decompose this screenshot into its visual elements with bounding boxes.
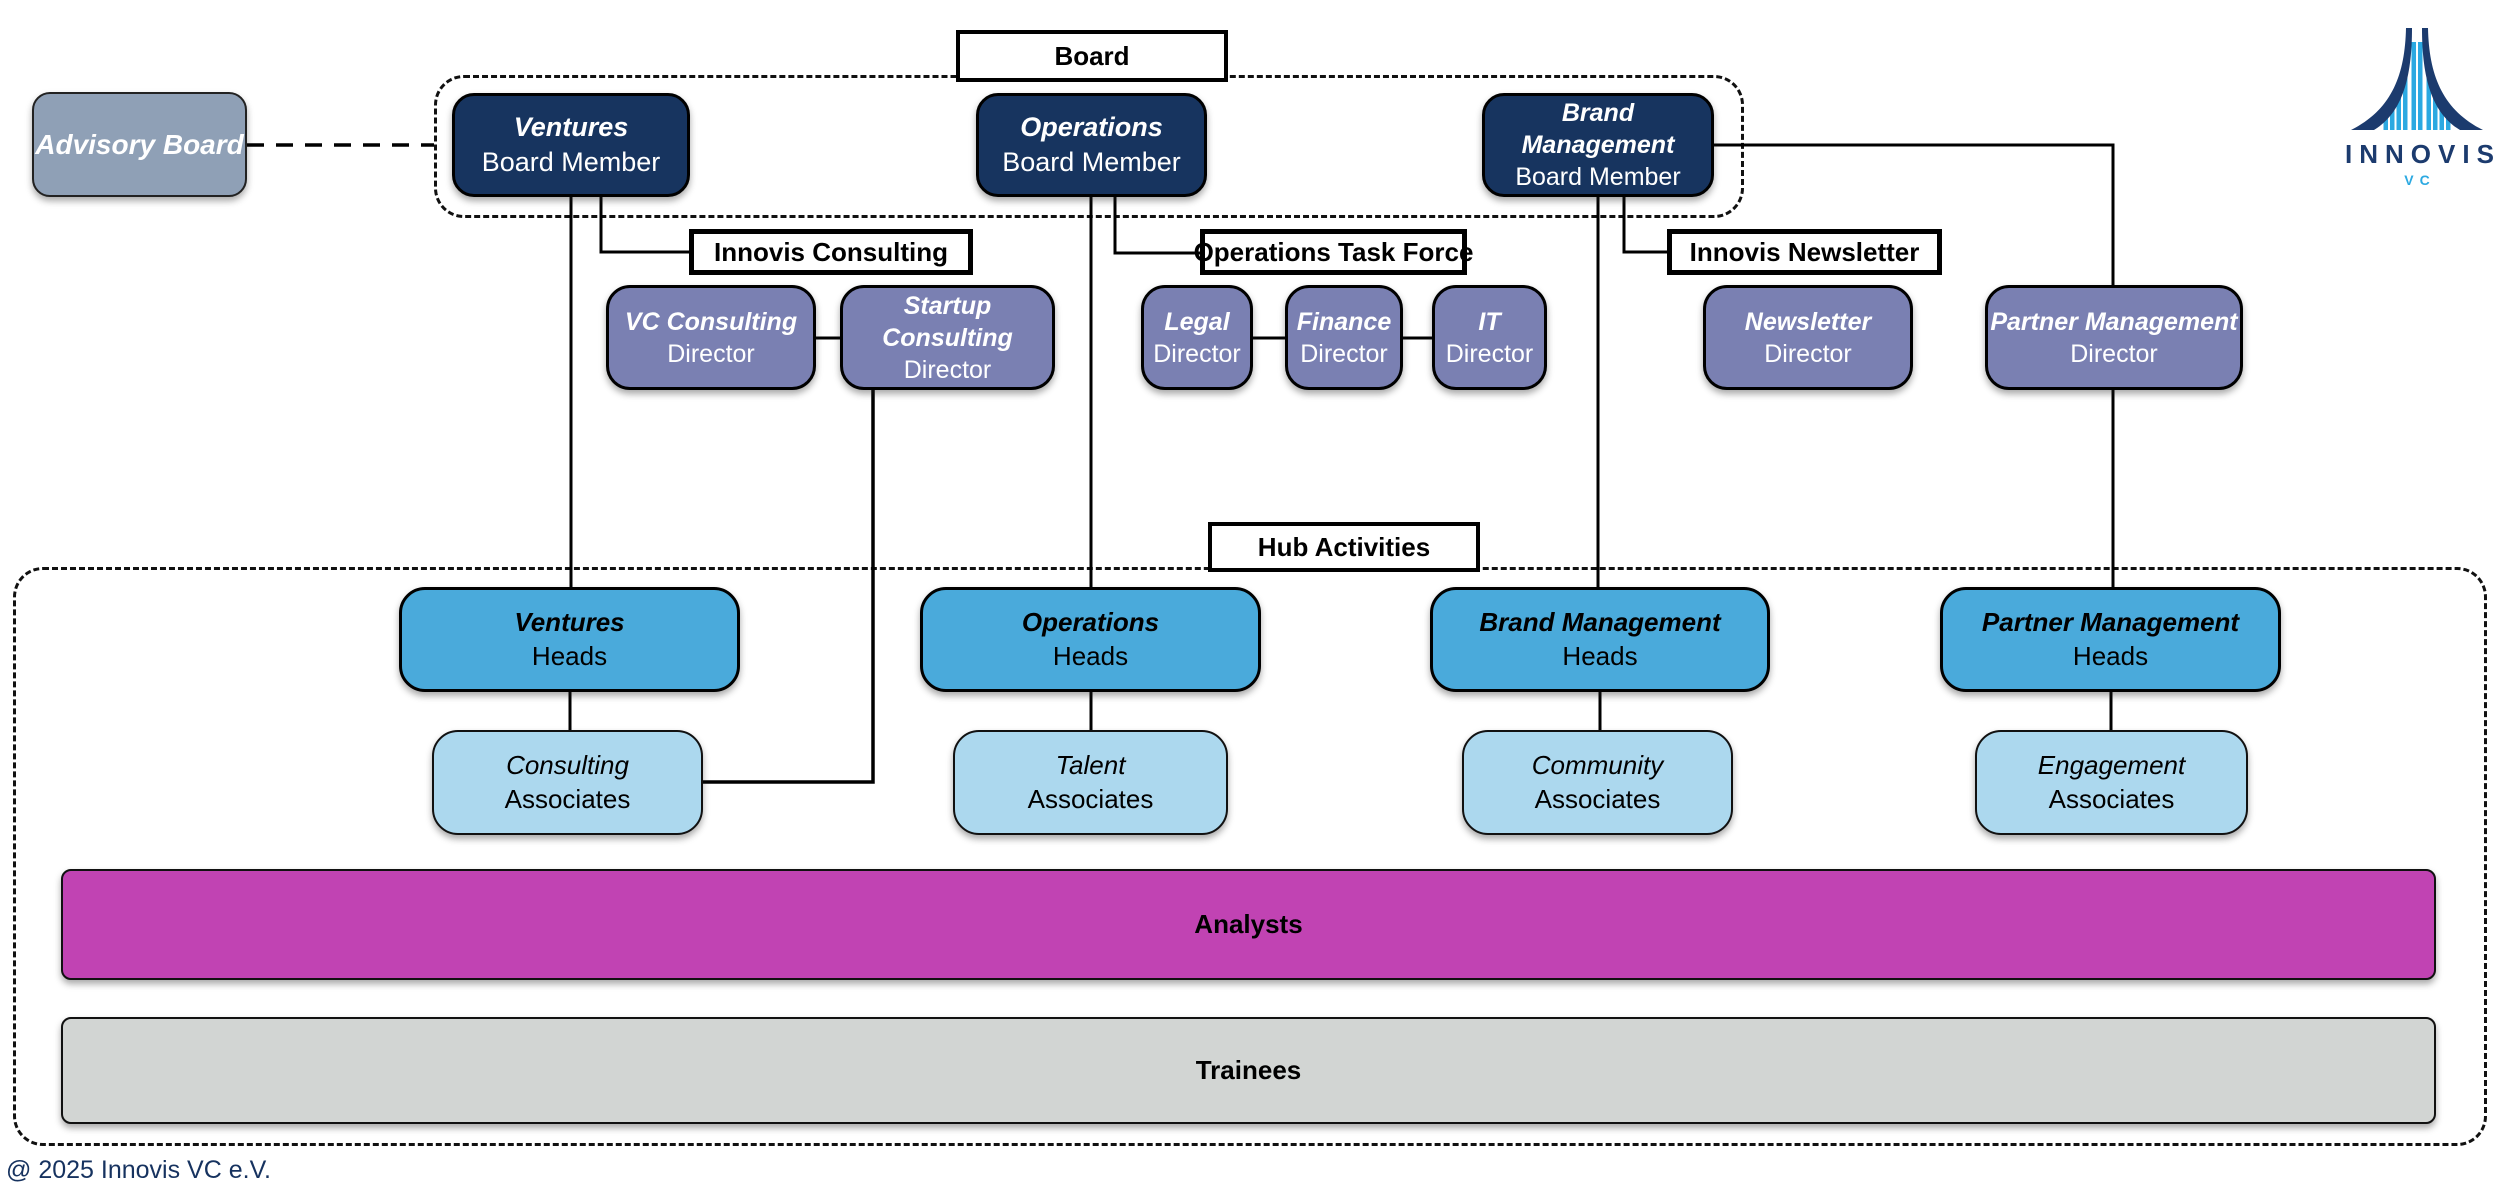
role-name: Heads [531, 640, 608, 671]
role-name: Board Member [1515, 163, 1681, 191]
logo-bars [2383, 42, 2451, 130]
board-title-label: Board [956, 30, 1228, 82]
division-name: Ventures [514, 607, 625, 638]
innovis-newsletter-label: Innovis Newsletter [1667, 229, 1942, 275]
innovis-logo: INNOVIS VC [2338, 26, 2496, 188]
division-name: Legal [1164, 307, 1230, 336]
heads-operations: Operations Heads [920, 587, 1261, 692]
brand-to-newsletter-label-connector [1622, 197, 1667, 254]
division-name: Community [1531, 750, 1664, 781]
director-legal: Legal Director [1141, 285, 1253, 390]
board-title-text: Board [1054, 40, 1130, 71]
operations-task-force-label: Operations Task Force [1194, 229, 1473, 275]
role-name: Heads [1562, 640, 1638, 671]
division-name: Consulting [506, 750, 629, 781]
division-name: Ventures [513, 112, 629, 143]
band-label: Trainees [1195, 1055, 1302, 1085]
label-text: Operations Task Force [1193, 236, 1474, 267]
director-it: IT Director [1432, 285, 1547, 390]
role-name: Board Member [1002, 147, 1181, 177]
division-name: Finance [1296, 307, 1392, 336]
heads-brand-management: Brand Management Heads [1430, 587, 1770, 692]
board-member-ventures: Ventures Board Member [452, 93, 690, 197]
division-name: IT [1478, 307, 1501, 336]
label-text: Innovis Consulting [714, 236, 948, 267]
operations-to-taskforce-label-connector [1113, 197, 1204, 255]
division-name: Operations [1020, 112, 1163, 143]
associates-community: Community Associates [1462, 730, 1733, 835]
advisory-board-label: Advisory Board [35, 128, 244, 160]
role-name: Associates [2048, 783, 2175, 814]
innovis-logo-mark [2351, 28, 2483, 130]
role-name: Heads [1052, 640, 1129, 671]
director-vc-consulting: VC Consulting Director [606, 285, 816, 390]
division-name: Brand Management [1479, 607, 1721, 638]
division-name: Brand Management [1521, 99, 1675, 159]
innovis-consulting-label: Innovis Consulting [689, 229, 973, 275]
role-name: Associates [504, 783, 631, 814]
logo-wordmark: INNOVIS [2345, 139, 2500, 169]
associates-engagement: Engagement Associates [1975, 730, 2248, 835]
brand-to-partner-director-connector [1714, 143, 2115, 285]
role-name: Heads [2072, 640, 2149, 671]
role-name: Associates [1534, 783, 1661, 814]
logo-subtitle: VC [2404, 172, 2436, 188]
division-name: Startup Consulting [882, 291, 1013, 352]
board-member-operations: Operations Board Member [976, 93, 1207, 197]
role-name: Director [1153, 339, 1241, 368]
division-name: Talent [1055, 750, 1126, 781]
division-name: Partner Management [1990, 307, 2238, 336]
role-name: Director [1764, 339, 1852, 368]
associates-talent: Talent Associates [953, 730, 1228, 835]
logo-swooshes [2351, 28, 2483, 130]
heads-partner-management: Partner Management Heads [1940, 587, 2281, 692]
board-member-brand-management: Brand Management Board Member [1482, 93, 1714, 197]
division-name: Newsletter [1744, 307, 1872, 336]
division-name: Partner Management [1981, 607, 2240, 638]
role-name: Director [1300, 339, 1388, 368]
director-startup-consulting: Startup Consulting Director [840, 285, 1055, 390]
analysts-band: Analysts [61, 869, 2436, 980]
director-partner-management: Partner Management Director [1985, 285, 2243, 390]
role-name: Director [2070, 339, 2158, 368]
trainees-band: Trainees [61, 1017, 2436, 1124]
director-finance: Finance Director [1285, 285, 1403, 390]
heads-ventures: Ventures Heads [399, 587, 740, 692]
band-label: Analysts [1194, 909, 1303, 939]
label-text: Hub Activities [1257, 531, 1431, 562]
advisory-board-node: Advisory Board [32, 92, 247, 197]
hub-activities-label: Hub Activities [1208, 522, 1480, 572]
role-name: Director [667, 339, 755, 368]
role-name: Director [1445, 339, 1534, 368]
startup-to-consulting-associates-connector [703, 390, 875, 784]
director-newsletter: Newsletter Director [1703, 285, 1913, 390]
role-name: Associates [1027, 783, 1154, 814]
role-name: Director [903, 355, 992, 384]
associates-consulting: Consulting Associates [432, 730, 703, 835]
division-name: VC Consulting [624, 307, 798, 336]
label-text: Innovis Newsletter [1689, 236, 1920, 267]
role-name: Board Member [481, 147, 661, 177]
ventures-to-consulting-label-connector [599, 197, 689, 254]
division-name: Engagement [2037, 750, 2186, 781]
copyright-text: @ 2025 Innovis VC e.V. [6, 1156, 271, 1184]
division-name: Operations [1021, 607, 1160, 638]
